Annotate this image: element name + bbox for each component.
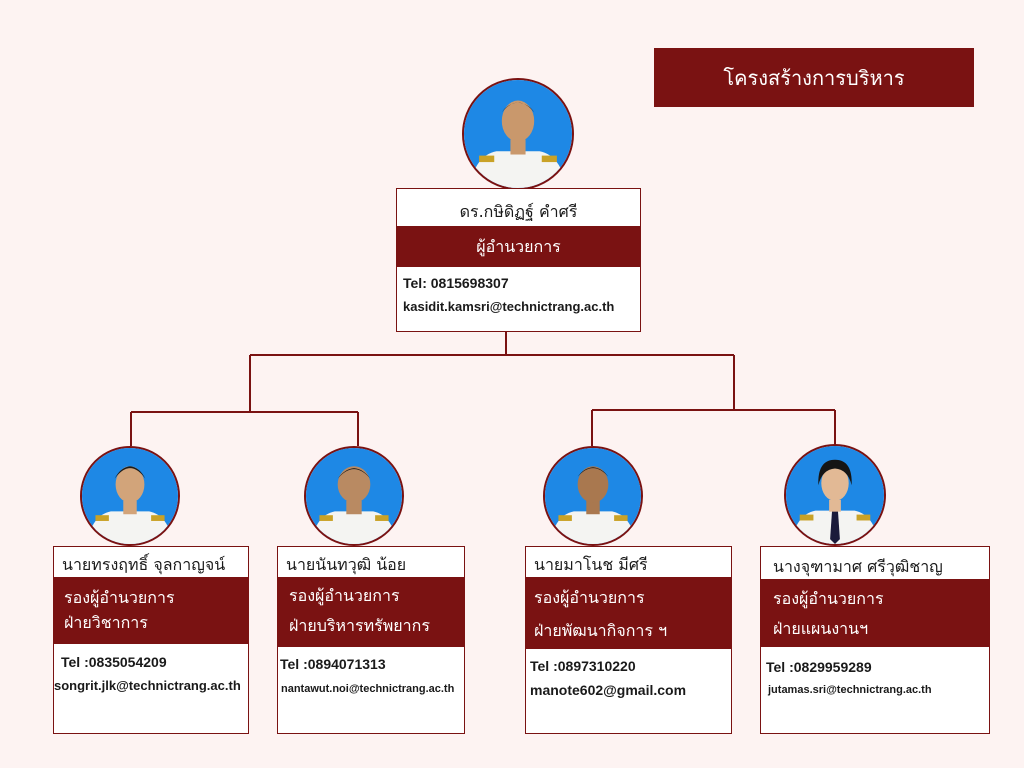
deputy2-position: รองผู้อำนวยการ — [289, 586, 400, 605]
director-position: ผู้อำนวยการ — [476, 237, 561, 256]
director-position-band: ผู้อำนวยการ — [397, 226, 640, 266]
deputy4-email[interactable]: jutamas.sri@technictrang.ac.th — [768, 684, 932, 696]
director-name: ดร.กษิดิฏฐ์ คำศรี — [459, 202, 578, 221]
deputy4-tel: Tel :0829959289 — [766, 659, 872, 675]
director-divider — [397, 266, 640, 267]
deputy2-photo — [304, 446, 404, 546]
deputy1-position-band: รองผู้อำนวยการ ฝ่ายวิชาการ — [54, 577, 248, 644]
deputy3-position: รองผู้อำนวยการ — [534, 588, 645, 607]
deputy2-position-band: รองผู้อำนวยการ ฝ่ายบริหารทรัพยากร — [278, 577, 464, 647]
deputy2-portrait — [306, 448, 402, 544]
deputy1-email[interactable]: songrit.jlk@technictrang.ac.th — [54, 678, 241, 693]
deputy3-photo — [543, 446, 643, 546]
deputy3-name: นายมาโนช มีศรี — [534, 555, 648, 574]
deputy2-email[interactable]: nantawut.noi@technictrang.ac.th — [281, 683, 455, 695]
chart-title: โครงสร้างการบริหาร — [654, 48, 974, 107]
deputy3-card: นายมาโนช มีศรี รองผู้อำนวยการ ฝ่ายพัฒนาก… — [525, 546, 732, 734]
deputy2-card: นายนันทวุฒิ น้อย รองผู้อำนวยการ ฝ่ายบริห… — [277, 546, 465, 734]
deputy4-name: นางจุฑามาศ ศรีวุฒิชาญ — [773, 557, 943, 576]
director-card: ดร.กษิดิฏฐ์ คำศรี ผู้อำนวยการ Tel: 08156… — [396, 188, 641, 332]
deputy4-card: นางจุฑามาศ ศรีวุฒิชาญ รองผู้อำนวยการ ฝ่า… — [760, 546, 990, 734]
deputy2-tel: Tel :0894071313 — [280, 656, 386, 672]
deputy3-position-band: รองผู้อำนวยการ ฝ่ายพัฒนากิจการ ฯ — [526, 577, 731, 649]
director-photo — [462, 78, 574, 190]
deputy3-tel: Tel :0897310220 — [530, 658, 636, 674]
deputy1-tel: Tel :0835054209 — [61, 654, 167, 670]
deputy3-department: ฝ่ายพัฒนากิจการ ฯ — [534, 621, 668, 640]
deputy4-portrait — [786, 446, 884, 544]
deputy4-position: รองผู้อำนวยการ — [773, 589, 884, 608]
deputy3-email[interactable]: manote602@gmail.com — [530, 682, 687, 698]
deputy1-department: ฝ่ายวิชาการ — [64, 613, 148, 632]
deputy1-position: รองผู้อำนวยการ — [64, 588, 175, 607]
deputy1-card: นายทรงฤทธิ์ จุลกาญจน์ รองผู้อำนวยการ ฝ่า… — [53, 546, 249, 734]
deputy4-photo — [784, 444, 886, 546]
deputy4-position-band: รองผู้อำนวยการ ฝ่ายแผนงานฯ — [761, 579, 989, 647]
deputy1-portrait — [82, 448, 178, 544]
deputy3-portrait — [545, 448, 641, 544]
director-tel: Tel: 0815698307 — [403, 275, 509, 291]
director-email[interactable]: kasidit.kamsri@technictrang.ac.th — [403, 299, 615, 314]
deputy1-photo — [80, 446, 180, 546]
deputy2-name: นายนันทวุฒิ น้อย — [286, 555, 407, 574]
deputy2-department: ฝ่ายบริหารทรัพยากร — [289, 616, 430, 635]
director-portrait — [464, 80, 572, 188]
deputy1-name: นายทรงฤทธิ์ จุลกาญจน์ — [62, 555, 226, 574]
deputy4-department: ฝ่ายแผนงานฯ — [773, 619, 869, 638]
